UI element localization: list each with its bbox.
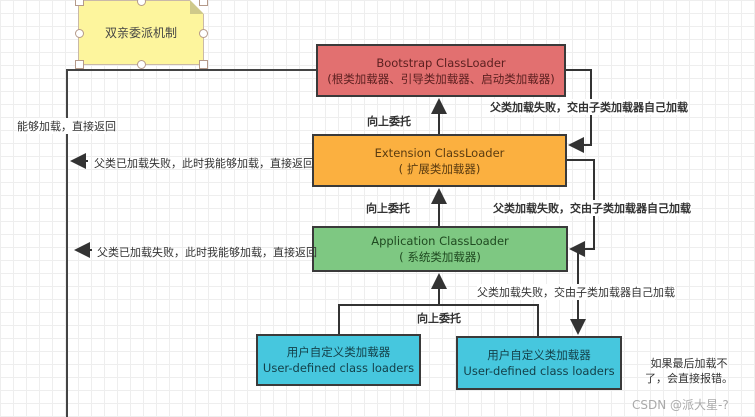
- bootstrap-subtitle: (根类加载器、引导类加载器、启动类加载器): [327, 71, 555, 86]
- user-defined-loader-box[interactable]: 用户自定义类加载器 User-defined class loaders: [456, 336, 622, 390]
- extension-subtitle: ( 扩展类加载器): [398, 161, 481, 176]
- resize-handle[interactable]: [75, 0, 84, 6]
- watermark: CSDN @派大星-?: [632, 398, 729, 412]
- resize-handle[interactable]: [199, 29, 208, 38]
- final-error-label: 如果最后加载不了，会直接报错。: [645, 357, 733, 385]
- user-loader-title-en: User-defined class loaders: [262, 361, 415, 375]
- application-subtitle: ( 系统类加载器): [399, 250, 481, 264]
- resize-handle[interactable]: [137, 0, 146, 6]
- delegate-up-label: 向上委托: [417, 312, 461, 325]
- return-line: [66, 69, 316, 417]
- user-loader-title-cn: 用户自定义类加载器: [286, 345, 391, 359]
- resize-handle[interactable]: [137, 60, 146, 69]
- application-classloader-box[interactable]: Application ClassLoader ( 系统类加载器): [312, 226, 568, 272]
- resize-handle[interactable]: [199, 0, 208, 6]
- parent-fail-label: 父类加载失败，交由子类加载器自己加载: [477, 284, 675, 300]
- resize-handle[interactable]: [199, 60, 208, 69]
- application-title: Application ClassLoader: [371, 234, 509, 248]
- user-loader-title-en: User-defined class loaders: [463, 364, 615, 378]
- user-defined-loader-box[interactable]: 用户自定义类加载器 User-defined class loaders: [256, 334, 421, 386]
- note-text: 双亲委派机制: [104, 26, 177, 40]
- resize-handle[interactable]: [75, 60, 84, 69]
- bootstrap-title: Bootstrap ClassLoader: [376, 55, 506, 70]
- extension-title: Extension ClassLoader: [374, 145, 505, 160]
- parent-fail-label: 父类加载失败，交由子类加载器自己加载: [490, 99, 688, 115]
- can-load-return-label: 能够加载，直接返回: [17, 118, 116, 134]
- return-label-ext: 父类已加载失败，此时我能够加载，直接返回: [94, 157, 314, 170]
- return-label-app: 父类已加载失败，此时我能够加载，直接返回: [97, 246, 317, 259]
- user-loader-title-cn: 用户自定义类加载器: [487, 348, 591, 362]
- note-parent-delegation[interactable]: 双亲委派机制: [75, 0, 208, 69]
- parent-fail-label: 父类加载失败，交由子类加载器自己加载: [493, 200, 691, 216]
- delegate-up-label: 向上委托: [366, 202, 410, 215]
- extension-classloader-box[interactable]: Extension ClassLoader ( 扩展类加载器): [312, 134, 567, 187]
- resize-handle[interactable]: [75, 29, 84, 38]
- bootstrap-classloader-box[interactable]: Bootstrap ClassLoader (根类加载器、引导类加载器、启动类加…: [316, 44, 566, 97]
- delegate-up-label: 向上委托: [367, 115, 411, 128]
